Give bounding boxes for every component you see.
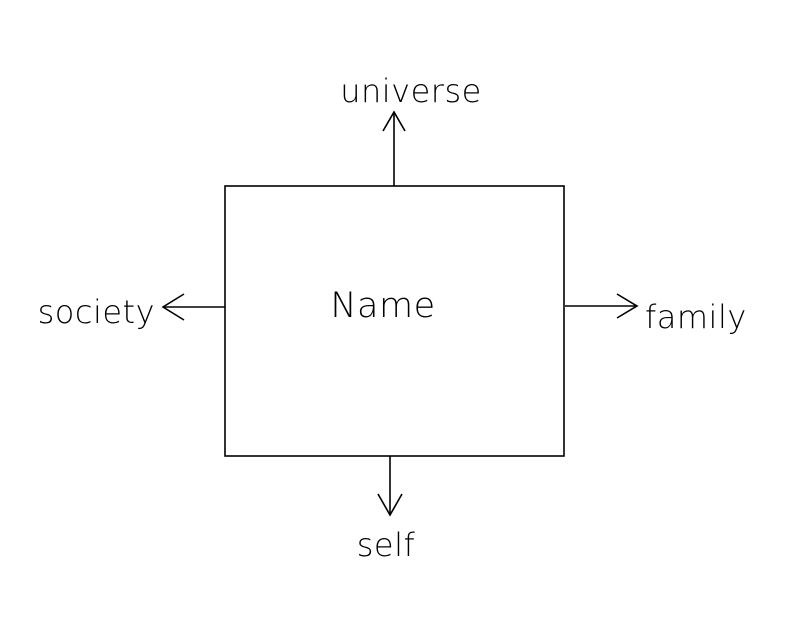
edge-family: family (565, 293, 747, 336)
edge-family-label: family (645, 298, 747, 336)
node-name-box[interactable] (224, 185, 565, 457)
edge-society-arrowhead (161, 293, 185, 321)
edge-self-arrowhead (377, 493, 403, 517)
edge-family-arrowhead (616, 293, 639, 319)
edge-universe: universe (340, 72, 482, 186)
edge-society-label: society (38, 293, 155, 331)
edge-universe-arrowhead (382, 110, 406, 132)
edge-self: self (357, 456, 416, 564)
edge-self-label: self (357, 526, 416, 564)
node-name-label: Name (330, 286, 435, 326)
edge-universe-label: universe (340, 72, 482, 110)
edge-society: society (38, 293, 225, 331)
